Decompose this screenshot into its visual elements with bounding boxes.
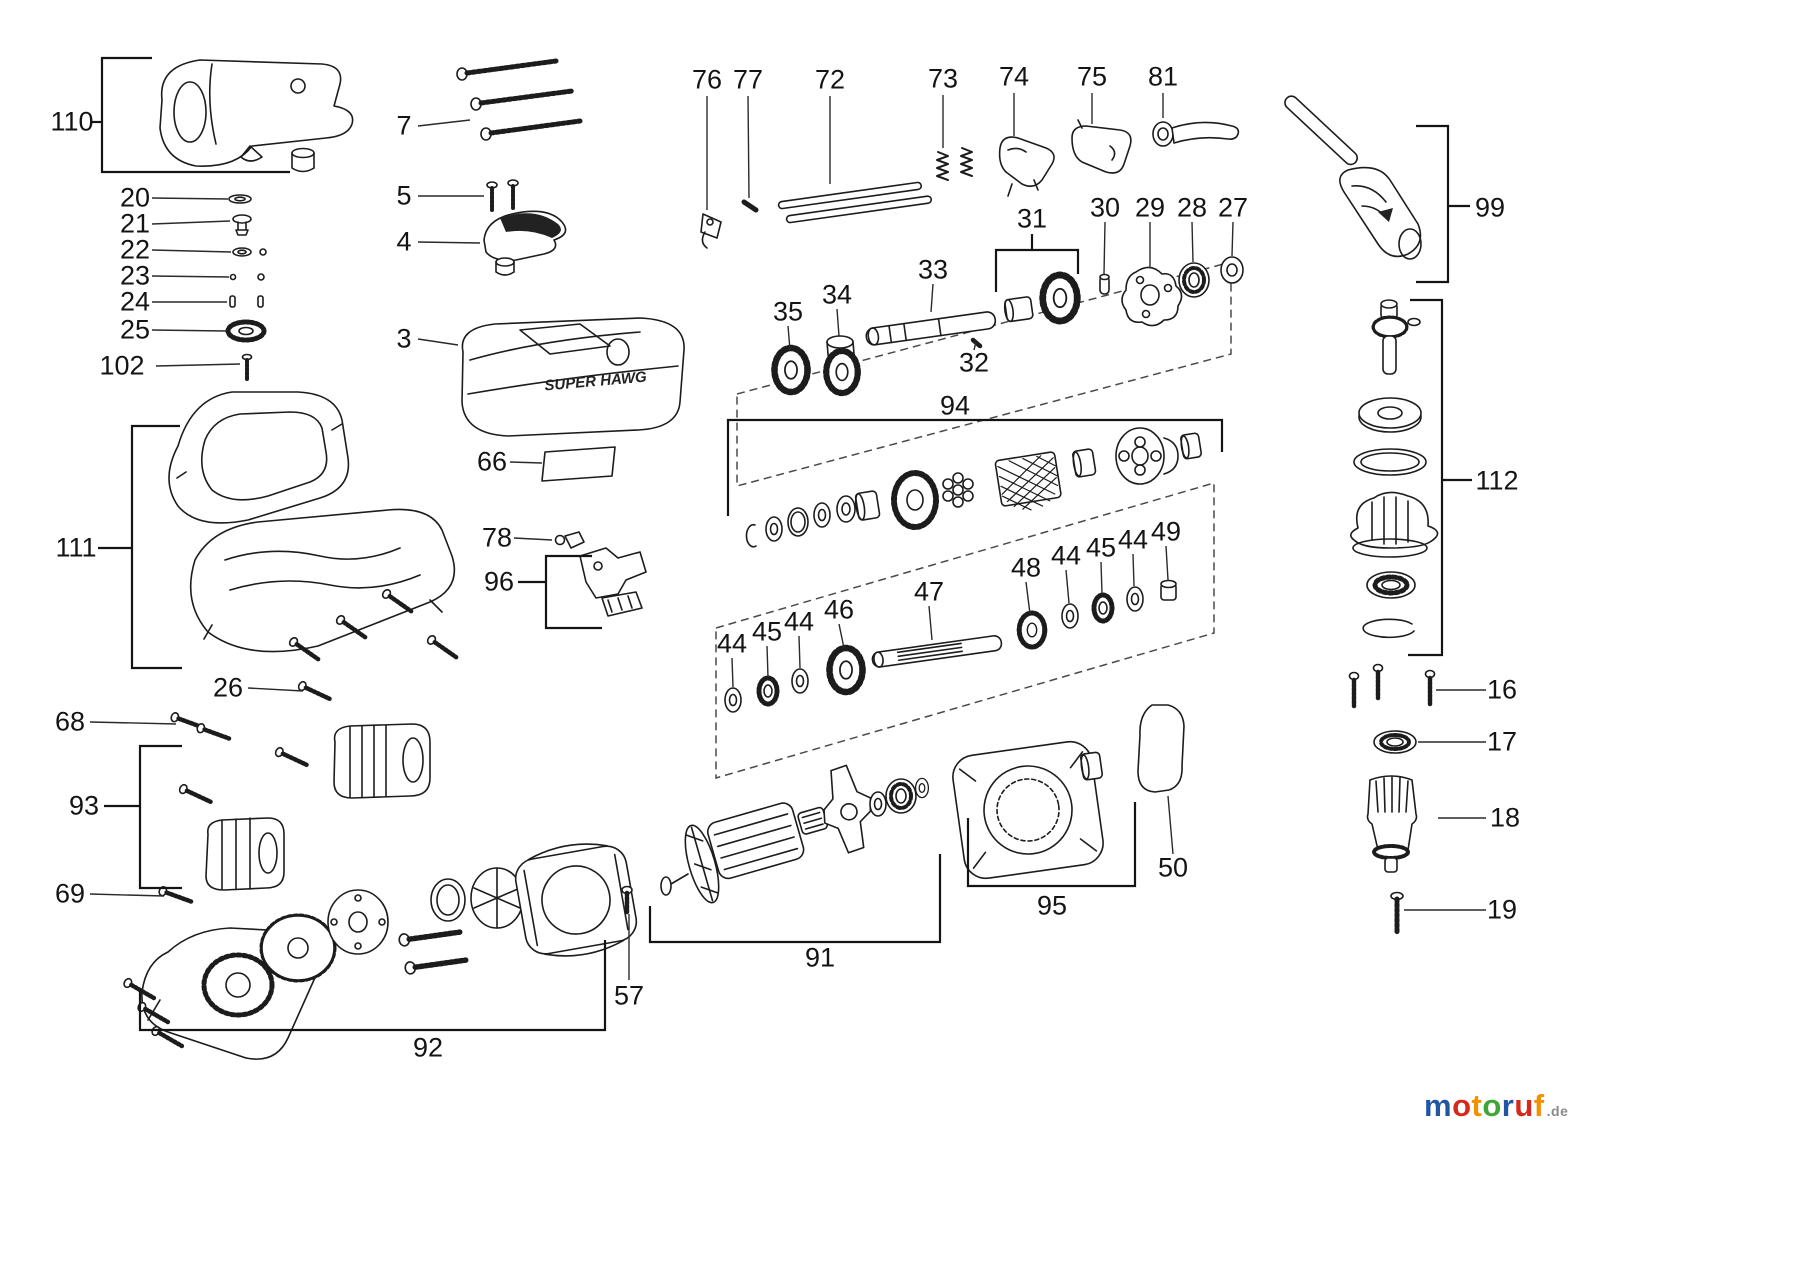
logo-letter: m xyxy=(1424,1088,1453,1123)
part-sleeve-gear-31 xyxy=(1003,275,1077,322)
part-motor-housing-top xyxy=(159,59,354,173)
part-chuck-18 xyxy=(1366,775,1418,873)
part-flange-29 xyxy=(1121,266,1183,327)
logo-letter: r xyxy=(1501,1088,1515,1123)
part-gear-34 xyxy=(826,335,858,393)
logo-letter: o xyxy=(1452,1088,1472,1123)
logo-letter: u xyxy=(1514,1088,1534,1123)
part-screw-57 xyxy=(621,885,633,915)
part-screws-7 xyxy=(456,58,583,141)
part-screws-5 xyxy=(486,179,519,212)
part-grip-handle xyxy=(483,210,567,276)
logo-letter: f xyxy=(1533,1088,1545,1123)
part-bearing-28 xyxy=(1177,261,1211,299)
part-gasket-50 xyxy=(1137,704,1185,793)
part-motor-caps xyxy=(205,723,431,891)
part-screws-16 xyxy=(1350,665,1435,707)
part-handle-housings xyxy=(168,391,456,653)
logo-letter: o xyxy=(1482,1088,1502,1123)
part-bracket-75 xyxy=(1071,119,1132,174)
part-label-plate xyxy=(541,446,616,482)
logo-suffix: .de xyxy=(1546,1103,1569,1119)
part-bearing-17 xyxy=(1373,730,1417,754)
part-gear-case-assembly xyxy=(123,843,638,1060)
part-motor-housing-cover: SUPER HAWG xyxy=(461,317,685,437)
part-side-handle-99 xyxy=(1284,95,1422,260)
part-pin-32 xyxy=(970,337,983,349)
part-springs-73 xyxy=(936,147,973,181)
part-armature-assembly xyxy=(660,764,930,904)
part-oring-112 xyxy=(1353,448,1427,476)
part-pin-30 xyxy=(1099,273,1110,295)
part-gear-cap-112 xyxy=(1350,491,1439,558)
part-bearing-112 xyxy=(1366,571,1416,599)
dashed-group-lower xyxy=(715,482,1215,779)
part-bearing-27 xyxy=(1220,256,1244,284)
part-washer-disc-112 xyxy=(1358,397,1422,433)
part-lever-81 xyxy=(1152,121,1240,147)
part-bracket-74 xyxy=(998,136,1055,197)
parts-small-stack xyxy=(225,194,267,382)
part-rods-72 xyxy=(777,181,933,224)
part-spindle-33 xyxy=(865,311,997,346)
logo-wordmark: motoruf xyxy=(1424,1088,1545,1123)
part-clutch-assembly-94 xyxy=(745,427,1202,548)
part-lower-shaft-row xyxy=(724,579,1177,713)
part-pivot-78 xyxy=(554,531,585,549)
part-gear-35 xyxy=(775,348,808,392)
group-brackets xyxy=(90,56,1472,1032)
part-latch-76 xyxy=(700,213,722,249)
part-pin-77 xyxy=(741,199,759,213)
part-bracket-96 xyxy=(579,547,647,617)
part-screw-19 xyxy=(1390,891,1404,937)
logo-letter: t xyxy=(1471,1088,1483,1123)
part-field-housing-95 xyxy=(952,740,1104,880)
part-snap-ring-112 xyxy=(1362,618,1415,639)
part-spindle-112 xyxy=(1371,299,1421,375)
group-leader-lines xyxy=(89,93,1486,980)
motoruf-logo: motoruf.de xyxy=(1424,1088,1568,1124)
